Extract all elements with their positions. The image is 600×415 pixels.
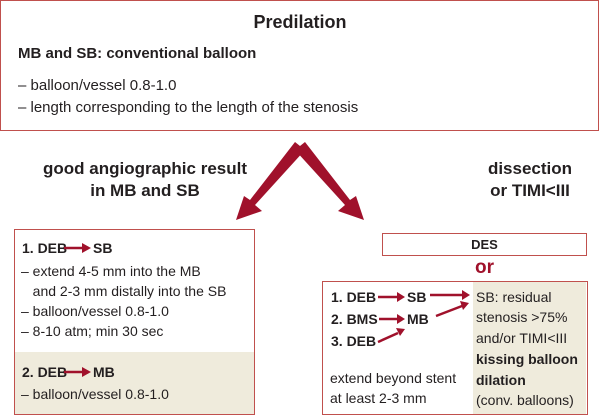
target-mb: MB <box>407 311 429 327</box>
step1-item: and 2-3 mm distally into the SB <box>21 283 227 299</box>
step: 1. DEB <box>331 289 377 305</box>
arrow-icon <box>378 292 405 302</box>
step2-item: – balloon/vessel 0.8-1.0 <box>21 386 169 402</box>
note-line: at least 2-3 mm <box>330 390 427 406</box>
arrow-icon <box>64 243 91 253</box>
or-label: or <box>475 257 494 278</box>
branch-arrow-left-icon <box>236 142 305 220</box>
target-sb: SB <box>407 289 427 305</box>
note-line: extend beyond stent <box>330 370 457 386</box>
right-branch-label-line: or TIMI<III <box>490 181 570 200</box>
right-branch-label-line: dissection <box>487 159 573 178</box>
arrow-icon <box>435 301 469 318</box>
step1-item: – extend 4-5 mm into the MB <box>21 263 201 279</box>
arrow-icon <box>379 314 405 324</box>
side-bold-line: kissing balloon <box>476 351 578 367</box>
side-line: SB: residual <box>476 289 552 305</box>
arrow-icon <box>377 328 405 344</box>
predilation-title: Predilation <box>253 12 347 32</box>
left-branch-label-line: in MB and SB <box>90 181 200 200</box>
predilation-subtitle: MB and SB: conventional balloon <box>18 45 257 62</box>
arrow-icon <box>64 367 91 377</box>
step1-target: SB <box>93 240 113 256</box>
branch-arrow-right-icon <box>295 142 364 220</box>
step2-target: MB <box>93 364 115 380</box>
left-branch-label-line: good angiographic result <box>42 159 247 178</box>
step: 3. DEB <box>331 333 377 349</box>
side-end-line: (conv. balloons) <box>476 392 574 408</box>
predilation-box <box>0 0 599 131</box>
step1-item: – balloon/vessel 0.8-1.0 <box>21 303 169 319</box>
predilation-item: – balloon/vessel 0.8-1.0 <box>18 77 177 94</box>
kissing-panel <box>473 282 586 414</box>
step1-item: – 8-10 atm; min 30 sec <box>21 323 164 339</box>
des-label: DES <box>471 237 498 252</box>
des-box <box>382 233 587 256</box>
side-line: and/or TIMI<III <box>476 330 568 346</box>
side-bold-line: dilation <box>476 372 526 388</box>
step2-label: 2. DEB <box>22 364 68 380</box>
step2-panel <box>15 352 254 414</box>
side-line: stenosis >75% <box>476 309 568 325</box>
step: 2. BMS <box>331 311 378 327</box>
arrow-icon <box>430 290 470 300</box>
predilation-item: – length corresponding to the length of … <box>18 99 359 116</box>
step1-label: 1. DEB <box>22 240 68 256</box>
